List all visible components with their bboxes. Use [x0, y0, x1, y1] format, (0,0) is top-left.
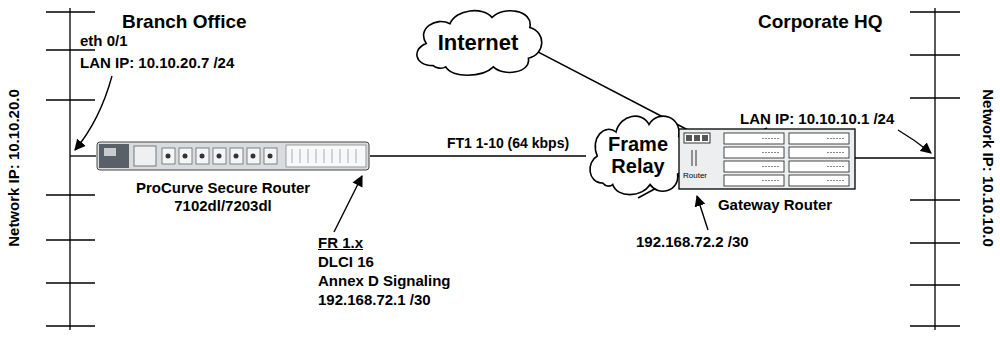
- node-label: ProCurve Secure Router 7102dl/7203dl: [128, 179, 318, 215]
- node-label: Internet: [423, 31, 533, 55]
- lan-bus-right: [855, 8, 960, 330]
- router-node: ProCurve Secure Router 7102dl/7203dl: [96, 139, 370, 229]
- leader-arrows: [75, 76, 931, 232]
- node-label: Frame Relay: [598, 133, 678, 177]
- site-heading: Corporate HQ: [758, 10, 883, 33]
- interface-label: LAN IP: 10.10.20.7 /24: [80, 54, 234, 72]
- interface-label: 192.168.72.1 /30: [318, 291, 431, 309]
- interface-label: 192.168.72.2 /30: [636, 233, 749, 251]
- network-link: [370, 155, 586, 157]
- gateway-router-icon: [678, 128, 856, 190]
- network-label: Network IP: 10.10.20.0: [5, 89, 23, 247]
- network-cloud: Internet: [408, 4, 548, 78]
- link-label: FT1 1-10 (64 kbps): [447, 134, 569, 152]
- network-cloud: Frame Relay: [583, 108, 693, 198]
- interface-label: Annex D Signaling: [318, 272, 451, 290]
- interface-label: eth 0/1: [80, 32, 128, 50]
- interface-label: LAN IP: 10.10.10.1 /24: [740, 110, 894, 128]
- router-device-icon: [96, 139, 370, 173]
- site-heading: Branch Office: [122, 10, 247, 33]
- node-label: Router: [683, 171, 707, 180]
- router-node: RouterGateway Router: [678, 128, 856, 220]
- network-label: Network IP: 10.10.10.0: [979, 89, 997, 247]
- interface-label: DLCI 16: [318, 253, 374, 271]
- interface-label: FR 1.x: [318, 234, 363, 252]
- node-label: Gateway Router: [718, 196, 832, 214]
